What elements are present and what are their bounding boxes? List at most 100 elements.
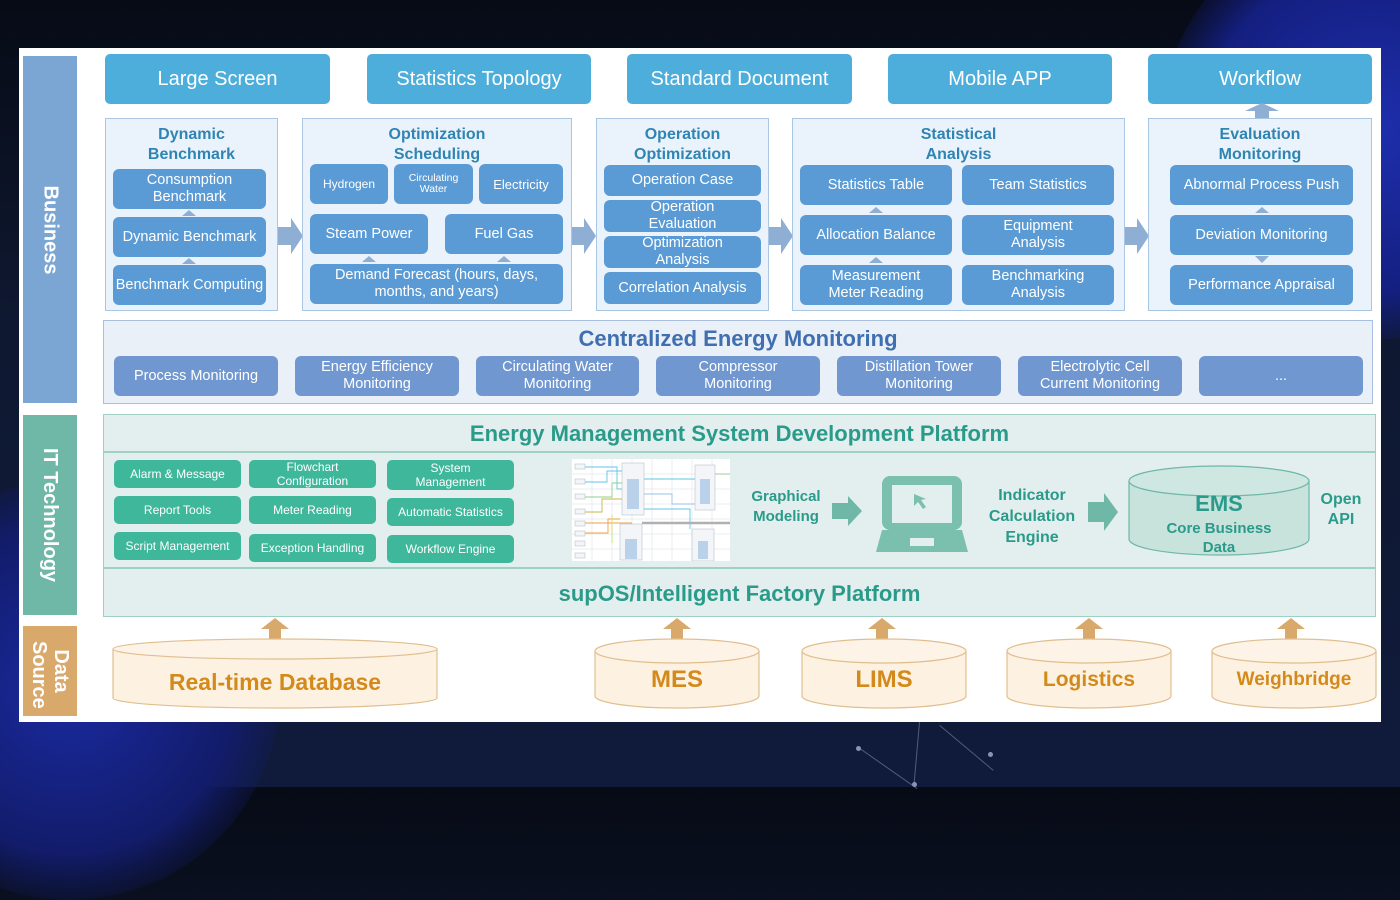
group-title: Dynamic Benchmark <box>147 126 236 163</box>
tool-workflow-engine[interactable]: Workflow Engine <box>387 535 514 563</box>
module-standard-document[interactable]: Standard Document <box>627 54 852 104</box>
datasource-logistics[interactable]: Logistics <box>1006 638 1172 710</box>
datasource-lims[interactable]: LIMS <box>801 638 967 710</box>
arrow-up-icon <box>261 618 289 639</box>
box-hydrogen[interactable]: Hydrogen <box>310 164 388 204</box>
box-deviation-monitoring[interactable]: Deviation Monitoring <box>1170 215 1353 255</box>
module-workflow[interactable]: Workflow <box>1148 54 1372 104</box>
module-statistics-topology[interactable]: Statistics Topology <box>367 54 591 104</box>
datasource-mes[interactable]: MES <box>594 638 760 710</box>
monitor-distillation-tower[interactable]: Distillation Tower Monitoring <box>837 356 1001 396</box>
arrow-up-icon <box>869 207 883 213</box>
arrow-right-icon <box>768 218 793 254</box>
tool-script-management[interactable]: Script Management <box>114 532 241 560</box>
datasource-label: MES <box>650 666 703 693</box>
monitor-more[interactable]: ... <box>1199 356 1363 396</box>
background-line <box>859 748 918 789</box>
arrow-up-icon <box>1075 618 1103 639</box>
tool-flowchart-configuration[interactable]: Flowchart Configuration <box>249 460 376 488</box>
box-team-statistics[interactable]: Team Statistics <box>962 165 1114 205</box>
monitor-process[interactable]: Process Monitoring <box>114 356 278 396</box>
box-allocation-balance[interactable]: Allocation Balance <box>800 215 952 255</box>
box-statistics-table[interactable]: Statistics Table <box>800 165 952 205</box>
arrow-down-icon <box>1255 256 1269 263</box>
layer-business-label: Business <box>39 185 61 274</box>
arrow-up-icon <box>1255 207 1269 213</box>
supos-platform: supOS/Intelligent Factory Platform <box>104 567 1375 616</box>
layer-data-source: Data Source <box>23 626 77 716</box>
tool-exception-handling[interactable]: Exception Handling <box>249 534 376 562</box>
group-evaluation-monitoring: Evaluation Monitoring Abnormal Process P… <box>1148 118 1372 311</box>
database-icon <box>1006 638 1172 709</box>
open-api-label[interactable]: Open API <box>1320 491 1362 528</box>
background-dot <box>856 746 861 751</box>
architecture-diagram: Business IT Technology Data Source Large… <box>19 48 1381 722</box>
monitor-compressor[interactable]: Compressor Monitoring <box>656 356 820 396</box>
datasource-weighbridge[interactable]: Weighbridge <box>1211 638 1377 710</box>
module-mobile-app[interactable]: Mobile APP <box>888 54 1112 104</box>
centralized-monitoring-title: Centralized Energy Monitoring <box>578 326 898 351</box>
layer-business: Business <box>23 56 77 403</box>
box-demand-forecast[interactable]: Demand Forecast (hours, days, months, an… <box>310 264 563 304</box>
laptop-icon <box>876 476 968 552</box>
database-icon <box>112 638 438 709</box>
box-fuel-gas[interactable]: Fuel Gas <box>445 214 563 254</box>
tool-automatic-statistics[interactable]: Automatic Statistics <box>387 498 514 526</box>
database-icon <box>1211 638 1377 709</box>
background-line <box>939 725 994 771</box>
group-operation-optimization: Operation Optimization Operation Case Op… <box>596 118 769 311</box>
box-abnormal-process-push[interactable]: Abnormal Process Push <box>1170 165 1353 205</box>
layer-it-label: IT Technology <box>39 447 62 583</box>
group-title: Evaluation Monitoring <box>1218 126 1302 163</box>
group-title: Optimization Scheduling <box>388 126 486 163</box>
group-optimization-scheduling: Optimization Scheduling Hydrogen Circula… <box>302 118 572 311</box>
box-equipment-analysis[interactable]: Equipment Analysis <box>962 215 1114 255</box>
box-steam-power[interactable]: Steam Power <box>310 214 428 254</box>
monitor-energy-efficiency[interactable]: Energy Efficiency Monitoring <box>295 356 459 396</box>
background-dot <box>988 752 993 757</box>
monitor-circulating-water[interactable]: Circulating Water Monitoring <box>476 356 639 396</box>
indicator-engine-label: Indicator Calculation Engine <box>988 487 1076 546</box>
box-consumption-benchmark[interactable]: Consumption Benchmark <box>113 169 266 209</box>
ems-subtitle: Core Business Data <box>1166 520 1272 556</box>
monitor-electrolytic-cell[interactable]: Electrolytic Cell Current Monitoring <box>1018 356 1182 396</box>
arrow-up-icon <box>663 618 691 639</box>
datasource-label: Real-time Database <box>168 668 382 695</box>
database-icon <box>801 638 967 709</box>
ems-database-icon <box>1128 465 1310 556</box>
datasource-realtime-database[interactable]: Real-time Database <box>112 638 438 710</box>
group-title: Statistical Analysis <box>920 126 997 163</box>
arrow-up-icon <box>362 256 376 262</box>
background-line <box>913 721 920 787</box>
box-optimization-analysis[interactable]: Optimization Analysis <box>604 235 761 268</box>
box-dynamic-benchmark[interactable]: Dynamic Benchmark <box>113 217 266 257</box>
box-circulating-water[interactable]: Circulating Water <box>394 164 473 204</box>
arrow-up-icon <box>1277 618 1305 639</box>
flowchart-thumbnail <box>572 459 730 561</box>
box-benchmark-computing[interactable]: Benchmark Computing <box>113 265 266 305</box>
tool-system-management[interactable]: System Management <box>387 460 514 490</box>
datasource-label: Weighbridge <box>1236 669 1352 690</box>
box-operation-evaluation[interactable]: Operation Evaluation <box>604 199 761 232</box>
module-large-screen[interactable]: Large Screen <box>105 54 330 104</box>
arrow-right-icon <box>1124 218 1149 254</box>
box-correlation-analysis[interactable]: Correlation Analysis <box>604 272 761 304</box>
tool-report-tools[interactable]: Report Tools <box>114 496 241 524</box>
graphical-modeling-label: Graphical Modeling <box>751 488 821 525</box>
box-operation-case[interactable]: Operation Case <box>604 165 761 196</box>
ems-title: EMS <box>1195 491 1243 516</box>
box-performance-appraisal[interactable]: Performance Appraisal <box>1170 265 1353 305</box>
dev-platform: Energy Management System Development Pla… <box>103 414 1376 617</box>
database-icon <box>594 638 760 709</box>
dev-platform-title: Energy Management System Development Pla… <box>104 415 1375 453</box>
tool-alarm-message[interactable]: Alarm & Message <box>114 460 241 488</box>
layer-it-technology: IT Technology <box>23 415 77 615</box>
box-electricity[interactable]: Electricity <box>479 164 563 204</box>
arrow-up-icon <box>868 618 896 639</box>
layer-data-source-label: Data Source <box>28 641 72 709</box>
arrow-up-icon <box>1245 103 1279 119</box>
box-measurement-meter-reading[interactable]: Measurement Meter Reading <box>800 265 952 305</box>
tool-meter-reading[interactable]: Meter Reading <box>249 496 376 524</box>
box-benchmarking-analysis[interactable]: Benchmarking Analysis <box>962 265 1114 305</box>
arrow-up-icon <box>182 210 196 216</box>
